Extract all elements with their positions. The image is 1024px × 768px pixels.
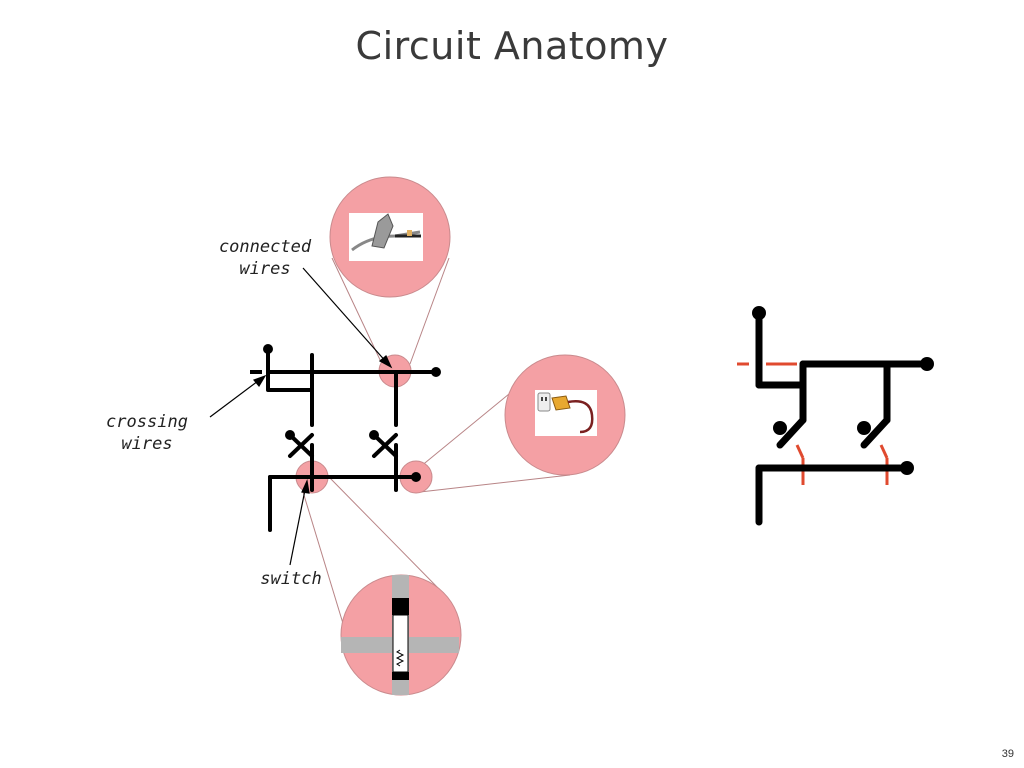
page-number: 39 bbox=[1001, 748, 1014, 760]
label-connected-line1: connected bbox=[219, 237, 312, 257]
label-connected-line2: wires bbox=[239, 259, 290, 279]
main-circuit bbox=[250, 348, 438, 532]
active-circuit-nodes bbox=[752, 306, 934, 475]
active-circuit bbox=[755, 309, 931, 526]
power-plug-outlet-photo-icon bbox=[537, 392, 594, 434]
wire-splice-photo-icon bbox=[351, 213, 421, 252]
label-switch: switch bbox=[260, 569, 321, 589]
label-crossing-line2: wires bbox=[121, 434, 172, 454]
annotation-arrows bbox=[209, 267, 393, 566]
switch-zoom bbox=[340, 574, 462, 696]
zoom-connectors bbox=[299, 257, 571, 641]
connected-wires-zoom bbox=[329, 176, 451, 298]
slide-title: Circuit Anatomy bbox=[355, 24, 669, 68]
main-circuit-nodes bbox=[263, 344, 441, 482]
label-crossing-line1: crossing bbox=[106, 412, 188, 432]
plug-zoom bbox=[504, 354, 626, 476]
resistor-switch-detail-icon bbox=[395, 649, 405, 667]
